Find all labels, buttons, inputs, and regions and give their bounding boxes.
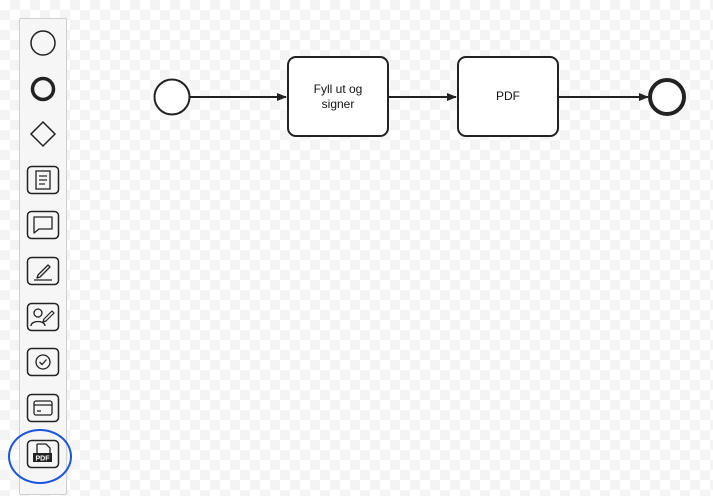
pen-sign-icon bbox=[26, 256, 60, 286]
gateway-tool[interactable] bbox=[25, 116, 61, 152]
confirm-task-tool[interactable] bbox=[25, 344, 61, 380]
task-label: PDF bbox=[496, 89, 520, 103]
end-event[interactable] bbox=[648, 78, 686, 116]
pdf-file-icon: PDF bbox=[26, 439, 60, 469]
message-task-tool[interactable] bbox=[25, 207, 61, 243]
payment-task-tool[interactable] bbox=[25, 390, 61, 426]
task-fill-and-sign[interactable]: Fyll ut og signer bbox=[287, 56, 389, 137]
speech-bubble-icon bbox=[26, 210, 60, 240]
start-event-tool[interactable] bbox=[25, 25, 61, 61]
diamond-icon bbox=[29, 120, 57, 148]
user-sign-icon bbox=[26, 302, 60, 332]
task-label: Fyll ut og signer bbox=[313, 81, 363, 111]
credit-card-icon bbox=[26, 393, 60, 423]
circle-thin-icon bbox=[30, 30, 56, 56]
check-circle-icon bbox=[26, 347, 60, 377]
task-pdf[interactable]: PDF bbox=[457, 56, 559, 137]
sign-task-tool[interactable] bbox=[25, 253, 61, 289]
pdf-task-tool[interactable]: PDF bbox=[25, 436, 61, 472]
tool-palette: PDF bbox=[19, 18, 67, 495]
circle-thick-icon bbox=[30, 76, 56, 102]
user-sign-task-tool[interactable] bbox=[25, 299, 61, 335]
start-event[interactable] bbox=[153, 78, 191, 116]
form-list-icon bbox=[26, 165, 60, 195]
form-task-tool[interactable] bbox=[25, 162, 61, 198]
pdf-icon-label: PDF bbox=[36, 456, 51, 463]
end-event-tool[interactable] bbox=[25, 71, 61, 107]
